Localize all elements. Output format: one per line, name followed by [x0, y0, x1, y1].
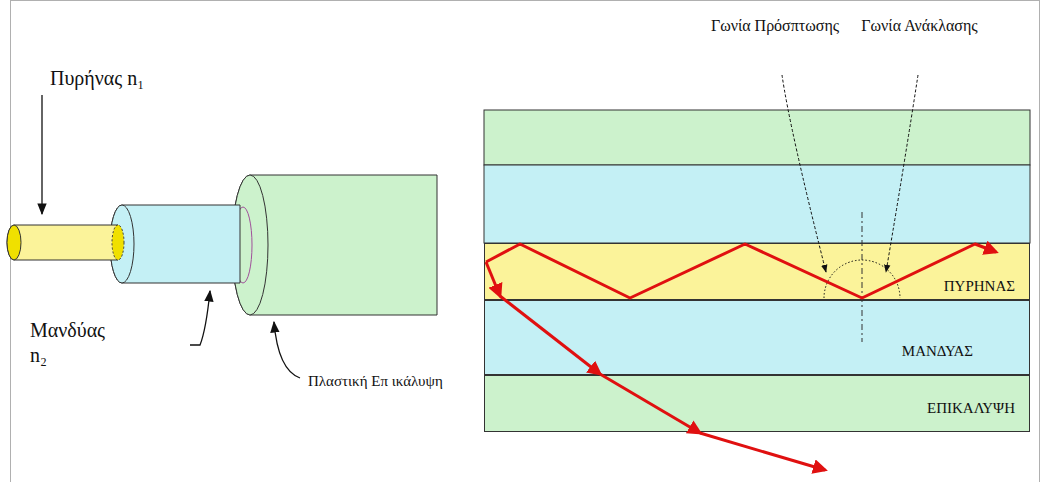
core-cylinder	[7, 225, 118, 260]
cladding-face	[110, 205, 134, 283]
coating-band: ΕΠΙΚΑΛΥΨΗ	[484, 375, 1030, 432]
upper-cladding-band	[484, 165, 1030, 243]
reflection-leader	[886, 75, 918, 272]
cladding-band: ΜΑΝΔΥΑΣ	[484, 300, 1030, 375]
band-label: ΠΥΡΗΝΑΣ	[944, 278, 1015, 295]
coating-leader	[274, 322, 300, 378]
coating-label: Πλαστική Επ ικάλυψη	[308, 372, 453, 391]
cladding-label: Μανδύας n₂	[30, 318, 112, 368]
coating-cylinder	[232, 175, 437, 315]
escaping-ray	[500, 296, 600, 374]
incidence-leader	[782, 75, 826, 272]
core-end	[112, 225, 124, 260]
core-band: ΠΥΡΗΝΑΣ	[484, 243, 1030, 300]
core-face	[7, 225, 21, 260]
normal-line	[862, 212, 863, 342]
escaping-ray	[486, 262, 500, 296]
core-label: Πυρήνας n₁	[50, 66, 144, 91]
cladding-cylinder	[110, 205, 240, 283]
fiber-3d	[7, 95, 437, 378]
guided-ray	[486, 244, 996, 298]
reflection-angle-label: Γωνία Ανάκλασης	[852, 14, 987, 37]
incidence-angle-label: Γωνία Πρόσπτωσης	[705, 14, 845, 37]
cladding-leader	[190, 291, 210, 345]
escaping-ray	[600, 374, 700, 433]
frame	[11, 1, 1040, 482]
core-leader	[41, 95, 42, 214]
escaping-ray	[700, 433, 825, 470]
upper-coating-band	[484, 110, 1030, 165]
angle-arc	[824, 260, 900, 298]
band-label: ΜΑΝΔΥΑΣ	[902, 343, 973, 360]
band-label: ΕΠΙΚΑΛΥΨΗ	[927, 400, 1015, 417]
